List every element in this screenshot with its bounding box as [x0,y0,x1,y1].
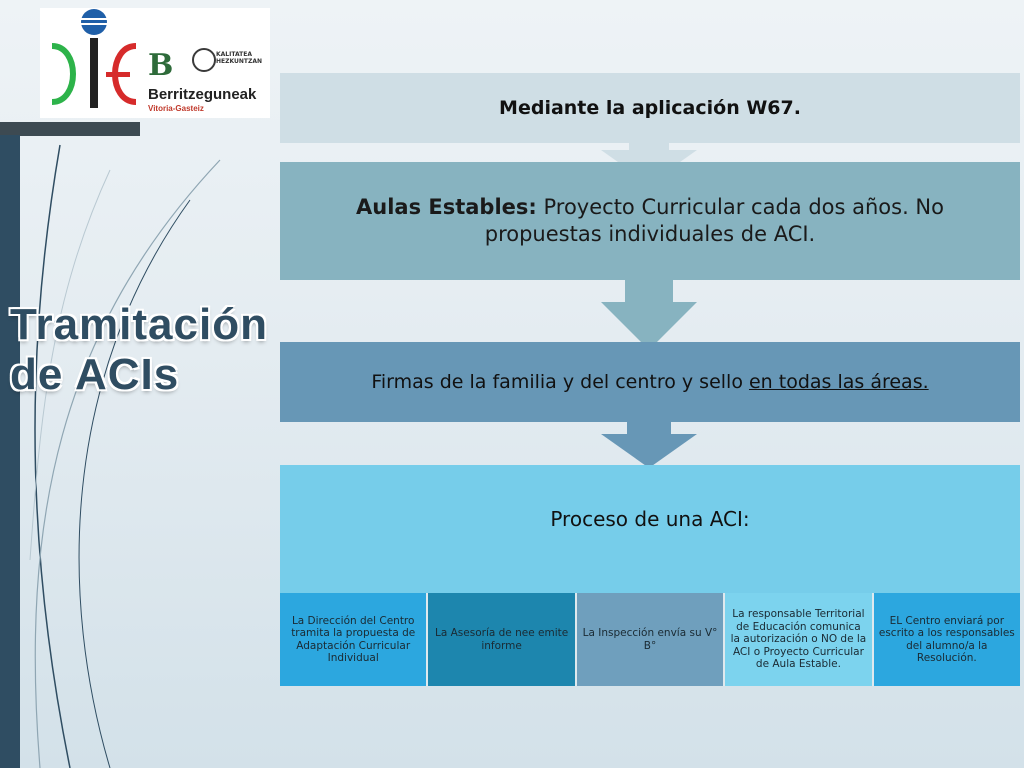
process-steps-row: La Dirección del Centro tramita la propu… [280,593,1021,686]
kalitatea-badge-icon [192,48,216,72]
flow-step-4: Proceso de una ACI: [280,465,1020,593]
process-step: La Inspección envía su V° B° [576,593,726,686]
process-step: La Dirección del Centro tramita la propu… [280,593,429,686]
kalitatea-badge-text: KALITATEA HEZKUNTZAN [216,51,263,65]
flow-step-1-text: Mediante la aplicación W67. [499,97,801,119]
flow-step-3-text: Firmas de la familia y del centro y sell… [371,371,928,393]
arrow-down-icon [601,280,697,350]
flow-step-2-text: Aulas Estables: Proyecto Curricular cada… [310,194,990,248]
left-accent-bar [0,135,20,768]
flow-step-2-rest: Proyecto Curricular cada dos años. No pr… [484,195,944,246]
flow-step-3: Firmas de la familia y del centro y sell… [280,342,1020,422]
arrow-down-icon [601,420,697,468]
logo-name: Berritzeguneak [148,86,257,103]
flow-step-3-underline: en todas las áreas. [748,371,929,393]
slide-title-line1: Tramitación [10,300,268,349]
logo-area: B KALITATEA HEZKUNTZAN Berritzeguneak Vi… [40,8,270,118]
process-step: La responsable Territorial de Educación … [725,593,874,686]
flow-step-3-main: Firmas de la familia y del centro y sell… [371,371,749,393]
flow-step-1: Mediante la aplicación W67. [280,73,1020,143]
decorative-swoosh [29,144,221,768]
process-step: EL Centro enviará por escrito a los resp… [873,593,1021,686]
logo-subtitle: Vitoria-Gasteiz [148,104,204,113]
flow-step-2-bold: Aulas Estables: [356,195,537,219]
slide-title: Tramitación de ACIs [10,300,285,400]
flow-step-4-text: Proceso de una ACI: [550,507,750,531]
process-step: La Asesoría de nee emite informe [428,593,577,686]
header-strip [0,122,140,136]
slide-title-line2: de ACIs [10,350,180,399]
flow-step-2: Aulas Estables: Proyecto Curricular cada… [280,162,1020,280]
diie-logo-icon [51,9,137,108]
berritzegune-b-icon: B [148,48,174,83]
